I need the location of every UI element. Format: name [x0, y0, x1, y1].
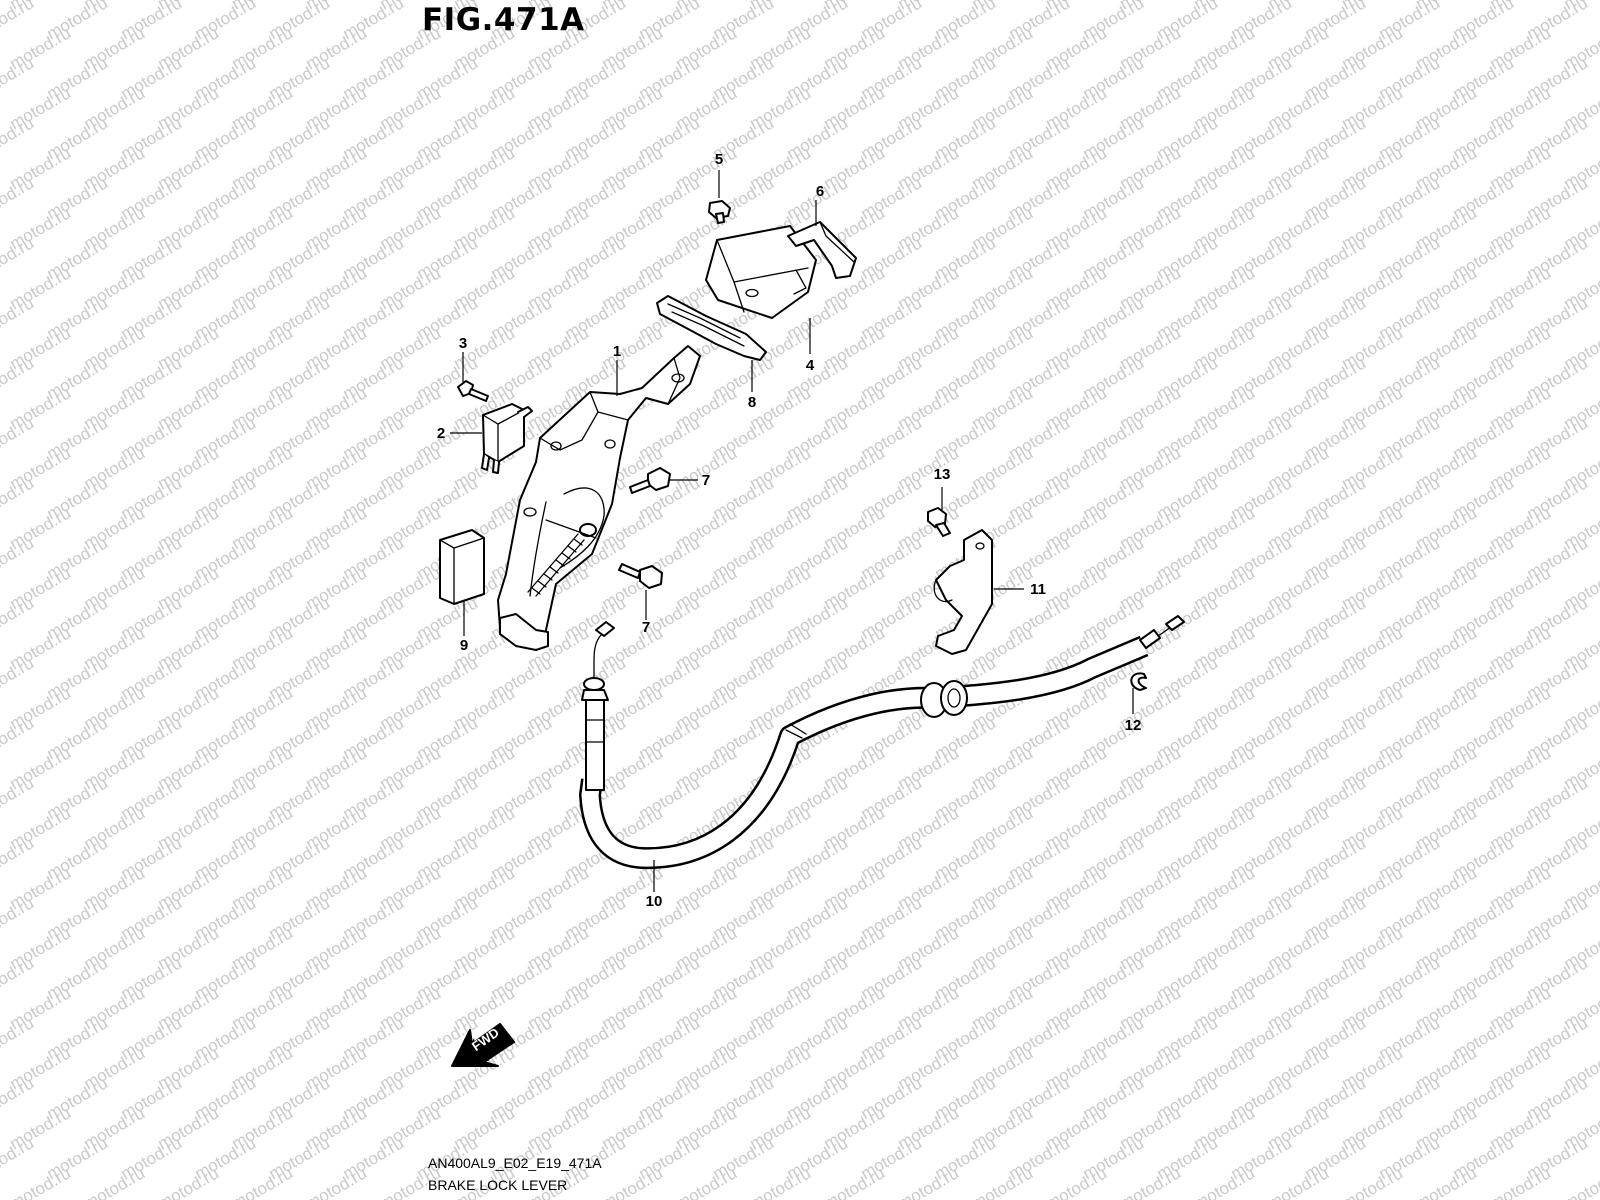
- callout-12: 12: [1125, 717, 1142, 734]
- part-9-block: [439, 529, 485, 605]
- callout-3: 3: [459, 335, 467, 352]
- part-1-lever-assembly: [497, 345, 701, 651]
- callout-1: 1: [613, 343, 621, 360]
- part-5-screw: [708, 200, 731, 224]
- callout-10: 10: [646, 893, 663, 910]
- callout-6: 6: [816, 183, 824, 200]
- callout-4: 4: [806, 357, 815, 374]
- callout-5: 5: [715, 151, 723, 168]
- callout-8: 8: [748, 394, 756, 411]
- figure-name: BRAKE LOCK LEVER: [428, 1177, 568, 1193]
- part-7-bolt-upper: [629, 467, 671, 494]
- part-10-cable: [579, 615, 1185, 870]
- part-2-switch: [481, 403, 533, 474]
- callout-13: 13: [934, 466, 951, 483]
- part-12-circlip: [1130, 672, 1147, 691]
- part-13-bolt: [927, 507, 951, 537]
- callout-9: 9: [460, 637, 468, 654]
- callout-2: 2: [437, 425, 445, 442]
- callout-11: 11: [1030, 581, 1046, 598]
- part-11-bracket: [933, 529, 993, 655]
- figure-code: AN400AL9_E02_E19_471A: [428, 1155, 602, 1171]
- part-7-bolt-lower: [618, 563, 663, 589]
- fwd-direction-indicator: FWD: [451, 1023, 515, 1067]
- callout-7a: 7: [702, 472, 710, 489]
- callout-7b: 7: [642, 619, 650, 636]
